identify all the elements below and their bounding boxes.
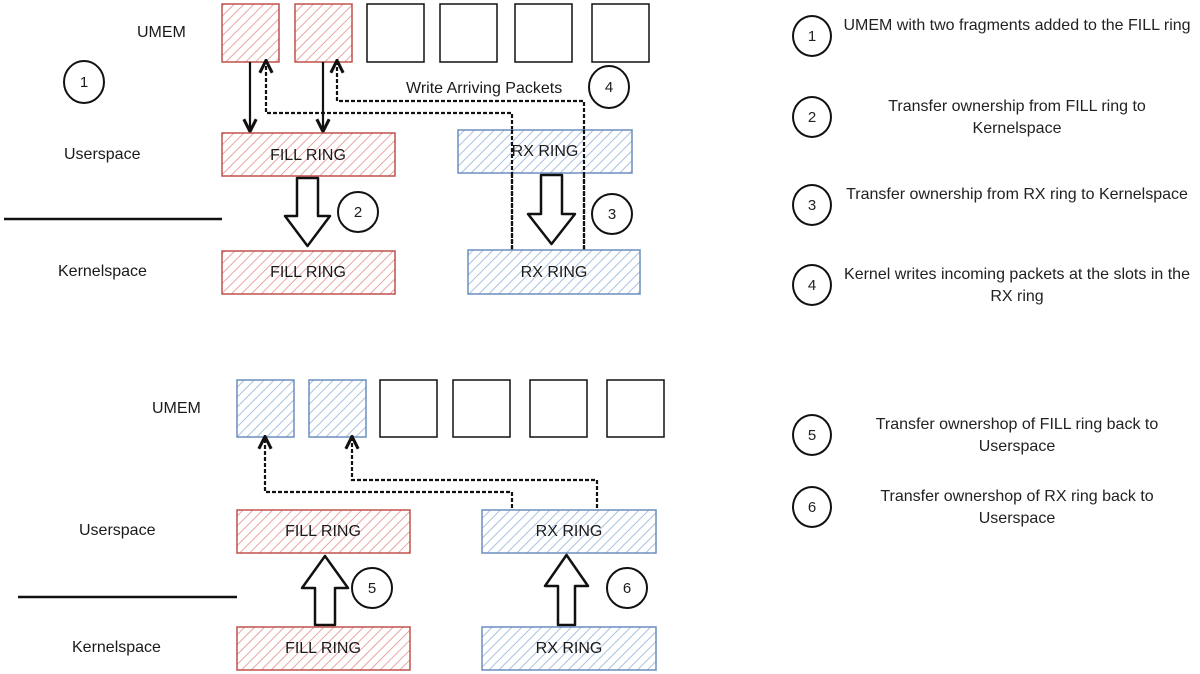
umem-cell-empty [439,3,498,63]
legend-number: 1 [792,15,832,57]
step-1-number: 1 [80,74,88,91]
top-umem-cells [221,3,650,63]
bottom-userspace-label: Userspace [79,522,156,539]
umem-cell-filled [236,379,295,438]
step-6-number: 6 [623,580,631,597]
legend-text: Transfer ownership from RX ring to Kerne… [846,186,1188,203]
fill-to-kernel-big-arrow [283,176,332,248]
legend-text: Transfer ownership from FILL ring to Ker… [888,98,1146,137]
step-5-number: 5 [368,580,376,597]
bottom-kernel-rx-ring [481,626,657,671]
top-user-fill-ring [221,132,396,177]
top-user-rx-ring-label: RX RING [512,143,579,160]
rx-to-kernel-big-arrow [526,173,577,246]
top-kernel-rx-ring-label: RX RING [521,264,588,281]
umem-cell-empty [514,3,573,63]
step-4-circle [588,65,630,109]
bottom-user-fill-ring-label: FILL RING [285,523,361,540]
umem-cell-used [221,3,280,63]
bottom-kernel-fill-ring [236,626,411,671]
step-1-circle [63,60,105,104]
rx-to-umem-dashed-path [265,438,514,508]
bottom-user-rx-ring-label: RX RING [536,523,603,540]
top-userspace-label: Userspace [64,146,141,163]
legend-number: 3 [792,184,832,226]
bottom-kernelspace-label: Kernelspace [72,639,161,656]
bottom-umem-cells [236,379,665,438]
step-2-circle [337,191,379,233]
legend-item-2: 2 Transfer ownership from FILL ring to K… [792,96,1192,140]
legend-item-1: 1 UMEM with two fragments added to the F… [792,15,1192,59]
umem-cell-empty [452,379,511,438]
legend-number: 2 [792,96,832,138]
umem-cell-filled [308,379,367,438]
top-kernel-fill-ring [221,250,396,295]
umem-cell-empty [529,379,588,438]
umem-cell-used [294,3,353,63]
legend-item-3: 3 Transfer ownership from RX ring to Ker… [792,184,1192,228]
top-kernelspace-label: Kernelspace [58,263,147,280]
bottom-user-rx-ring [481,509,657,554]
bottom-user-fill-ring [236,509,411,554]
step-3-number: 3 [608,206,616,223]
legend-item-6: 6 Transfer ownershop of RX ring back to … [792,486,1192,530]
top-user-fill-ring-label: FILL RING [270,147,346,164]
top-kernel-rx-ring [467,249,641,295]
step-4-number: 4 [605,79,613,96]
bottom-umem-label: UMEM [152,400,201,417]
top-user-rx-ring [457,129,633,174]
umem-cell-empty [591,3,650,63]
write-label-bg [402,76,580,98]
legend-text: Transfer ownershop of RX ring back to Us… [880,488,1154,527]
legend-text: Kernel writes incoming packets at the sl… [844,266,1190,305]
step-2-number: 2 [354,204,362,221]
bottom-kernel-rx-ring-label: RX RING [536,640,603,657]
legend-number: 4 [792,264,832,306]
legend-text: UMEM with two fragments added to the FIL… [843,17,1191,34]
umem-cell-empty [366,3,425,63]
legend-item-5: 5 Transfer ownershop of FILL ring back t… [792,414,1192,458]
step-6-circle [606,567,648,609]
legend-text: Transfer ownershop of FILL ring back to … [875,416,1159,455]
umem-cell-empty [606,379,665,438]
write-arriving-packets-label: Write Arriving Packets [406,80,562,97]
legend-item-4: 4 Kernel writes incoming packets at the … [792,264,1192,308]
top-kernel-fill-ring-label: FILL RING [270,264,346,281]
fill-to-userspace-big-arrow [300,554,350,627]
top-umem-label: UMEM [137,24,186,41]
legend-number: 6 [792,486,832,528]
rx-to-userspace-big-arrow [543,553,590,627]
step-5-circle [351,567,393,609]
legend-number: 5 [792,414,832,456]
umem-cell-empty [379,379,438,438]
step-3-circle [591,193,633,235]
bottom-kernel-fill-ring-label: FILL RING [285,640,361,657]
rx-to-umem-dashed-path [352,438,599,508]
